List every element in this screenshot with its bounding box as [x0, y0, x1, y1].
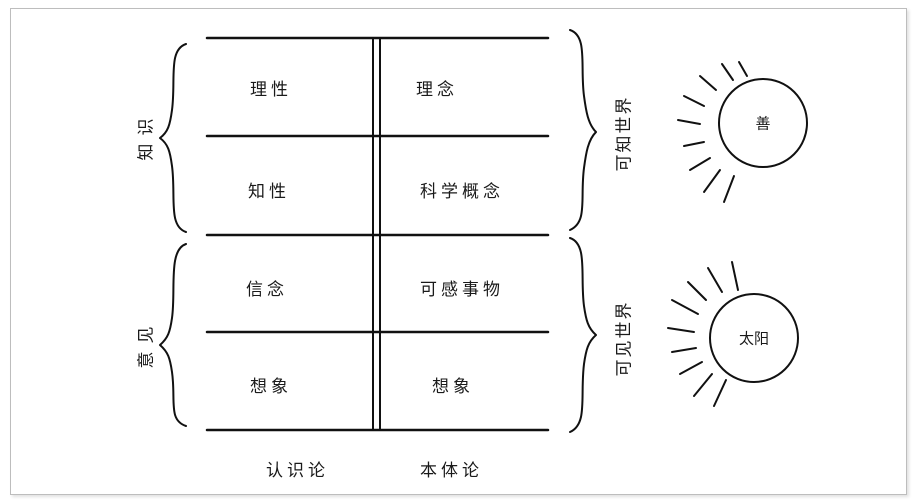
cell-row4-right: 想象 — [432, 377, 474, 397]
cell-row1-left: 理性 — [250, 80, 292, 100]
label-knowledge: 知识 — [136, 110, 157, 161]
cell-row3-right: 可感事物 — [420, 280, 504, 300]
sun-upper-rays — [677, 61, 748, 203]
brace-right-lower — [569, 237, 597, 433]
cell-row1-right: 理念 — [416, 80, 458, 100]
cell-row4-left: 想象 — [250, 377, 292, 397]
cell-row3-left: 信念 — [246, 280, 288, 300]
sun-upper-label: 善 — [755, 114, 771, 133]
label-intelligible-world: 可知世界 — [614, 95, 635, 172]
sun-lower-label: 太阳 — [738, 329, 770, 348]
footer-epistemology: 认识论 — [266, 461, 329, 481]
sun-upper-circle — [718, 78, 808, 168]
brace-left-upper — [159, 43, 187, 233]
sun-lower-rays — [667, 261, 739, 407]
cell-row2-left: 知性 — [248, 182, 290, 202]
label-visible-world: 可见世界 — [614, 300, 635, 377]
footer-ontology: 本体论 — [420, 461, 483, 481]
label-opinion: 意见 — [136, 318, 157, 369]
brace-left-lower — [159, 243, 187, 427]
cell-row2-right: 科学概念 — [420, 182, 504, 202]
sun-lower-circle — [709, 293, 799, 383]
figure-frame — [10, 8, 907, 495]
brace-right-upper — [569, 29, 597, 231]
